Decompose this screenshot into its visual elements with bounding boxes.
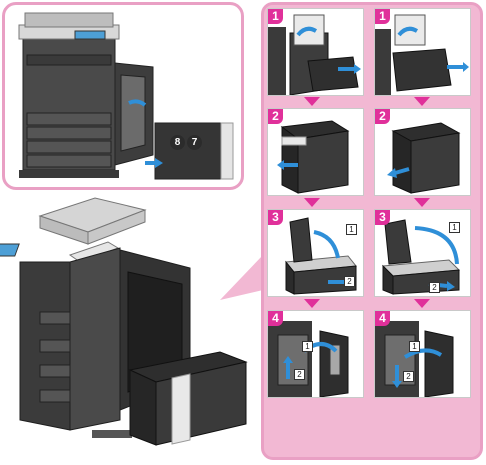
- step-panel: 3 1 2: [374, 209, 471, 297]
- down-arrow-icon: [414, 198, 430, 207]
- step-number: 2: [268, 109, 283, 124]
- callout-label: 1: [346, 224, 357, 235]
- callout-label: 1: [302, 341, 313, 352]
- down-arrow-icon: [304, 97, 320, 106]
- step-panel: 1: [267, 8, 364, 96]
- overview-illustration: [18, 12, 234, 180]
- callout-label: 2: [403, 371, 414, 382]
- step-number: 4: [268, 311, 283, 326]
- callout-label: 2: [344, 276, 355, 287]
- step-number: 1: [268, 9, 283, 24]
- step-number: 1: [375, 9, 390, 24]
- step-panel: 4 1 2: [374, 310, 471, 398]
- motion-arrow-icon: [397, 26, 419, 37]
- procedure-steps: 1 1 2: [261, 2, 483, 460]
- callout-badge: 7: [187, 135, 202, 150]
- callout-label: 1: [449, 222, 460, 233]
- touch-panel-icon: [0, 243, 20, 257]
- step-panel: 2: [374, 108, 471, 196]
- step-panel: 2: [267, 108, 364, 196]
- overview-inset: 8 7: [2, 2, 244, 190]
- down-arrow-icon: [304, 198, 320, 207]
- step-number: 3: [268, 210, 283, 225]
- down-arrow-icon: [304, 299, 320, 308]
- step-number: 4: [375, 311, 390, 326]
- step-panel: 4 1 2: [267, 310, 364, 398]
- down-arrow-icon: [414, 299, 430, 308]
- motion-arrow-icon: [394, 167, 410, 175]
- callout-badge: 8: [170, 135, 185, 150]
- callout-label: 2: [429, 282, 440, 293]
- motion-arrow-icon: [313, 230, 340, 259]
- callout-label: 1: [409, 341, 420, 352]
- control-panel-icon: [74, 30, 106, 40]
- motion-arrow-icon: [128, 99, 147, 107]
- down-arrow-icon: [414, 97, 430, 106]
- step-panel: 3 1 2: [267, 209, 364, 297]
- step-number: 3: [375, 210, 390, 225]
- callout-label: 2: [294, 369, 305, 380]
- motion-arrow-icon: [403, 348, 443, 359]
- motion-arrow-icon: [296, 26, 318, 37]
- step-panel: 1: [374, 8, 471, 96]
- motion-arrow-icon: [414, 226, 459, 265]
- step-number: 2: [375, 109, 390, 124]
